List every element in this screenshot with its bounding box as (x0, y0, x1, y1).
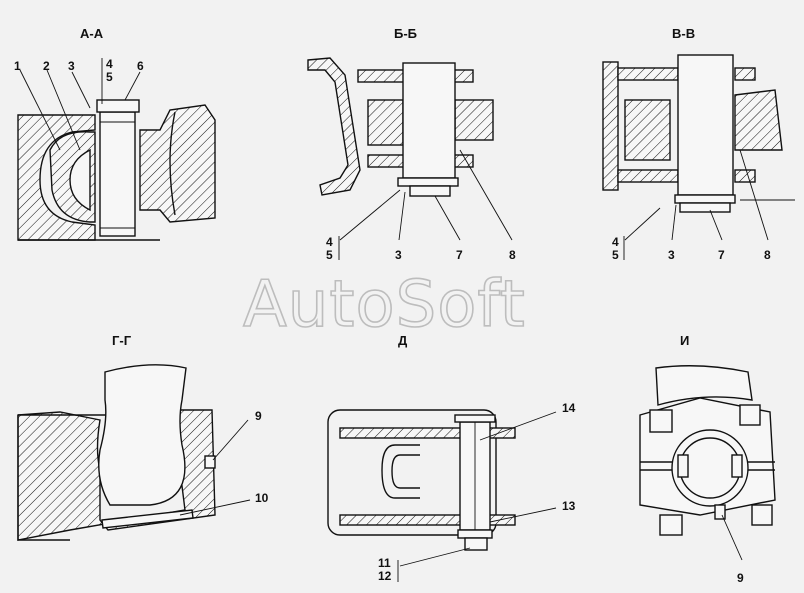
label-d-13: 13 (562, 499, 576, 513)
label-1: 1 (14, 59, 21, 73)
label-5: 5 (106, 70, 113, 84)
view-vv-title: В-В (672, 26, 695, 41)
view-d: Д 14 13 11 12 (327, 333, 576, 583)
view-aa: А-А 1 2 3 4 5 6 (14, 26, 216, 241)
label-bb-7: 7 (456, 248, 463, 262)
label-2: 2 (43, 59, 50, 73)
view-i-title: И (680, 333, 689, 348)
label-d-11: 11 (378, 556, 391, 570)
view-aa-title: А-А (80, 26, 104, 41)
view-bb-title: Б-Б (394, 26, 417, 41)
view-bb: Б-Б 4 5 3 7 8 (307, 26, 516, 262)
label-4: 4 (106, 57, 113, 71)
label-vv-3: 3 (668, 248, 675, 262)
label-vv-8: 8 (764, 248, 771, 262)
view-gg: Г-Г 9 10 (17, 333, 269, 541)
label-bb-5: 5 (326, 248, 333, 262)
label-bb-3: 3 (395, 248, 402, 262)
label-vv-5: 5 (612, 248, 619, 262)
label-bb-8: 8 (509, 248, 516, 262)
label-vv-4: 4 (612, 235, 619, 249)
view-gg-title: Г-Г (112, 333, 132, 348)
view-d-title: Д (398, 333, 408, 348)
label-3: 3 (68, 59, 75, 73)
label-gg-10: 10 (255, 491, 269, 505)
view-i: И 9 (639, 333, 776, 585)
label-i-9: 9 (737, 571, 744, 585)
view-vv: В-В 4 5 3 7 8 (602, 26, 795, 262)
label-6: 6 (137, 59, 144, 73)
label-gg-9: 9 (255, 409, 262, 423)
label-bb-4: 4 (326, 235, 333, 249)
label-d-14: 14 (562, 401, 576, 415)
label-d-12: 12 (378, 569, 392, 583)
label-vv-7: 7 (718, 248, 725, 262)
watermark: AutoSoft (243, 268, 526, 342)
